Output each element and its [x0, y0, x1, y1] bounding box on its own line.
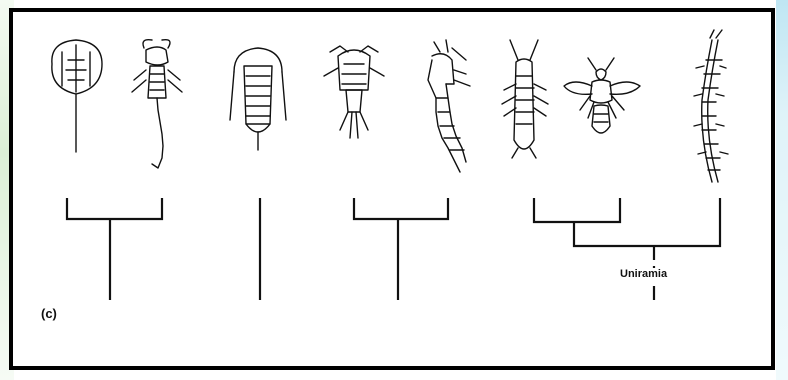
silverfish-icon [502, 40, 548, 158]
horseshoe-crab-icon [52, 40, 102, 152]
bracket-crustaceans [354, 198, 448, 219]
trilobite-icon [230, 48, 286, 150]
shrimp-icon [428, 40, 470, 172]
wasp-icon [564, 58, 640, 133]
centipede-icon [694, 30, 728, 182]
bracket-chelicerates [67, 198, 162, 219]
scorpion-icon [132, 40, 182, 168]
panel-label: (c) [41, 306, 57, 321]
cladogram-lines [67, 198, 720, 300]
copepod-icon [324, 46, 384, 138]
bracket-insects [534, 198, 620, 222]
clade-label-uniramia: Uniramia [618, 268, 669, 280]
